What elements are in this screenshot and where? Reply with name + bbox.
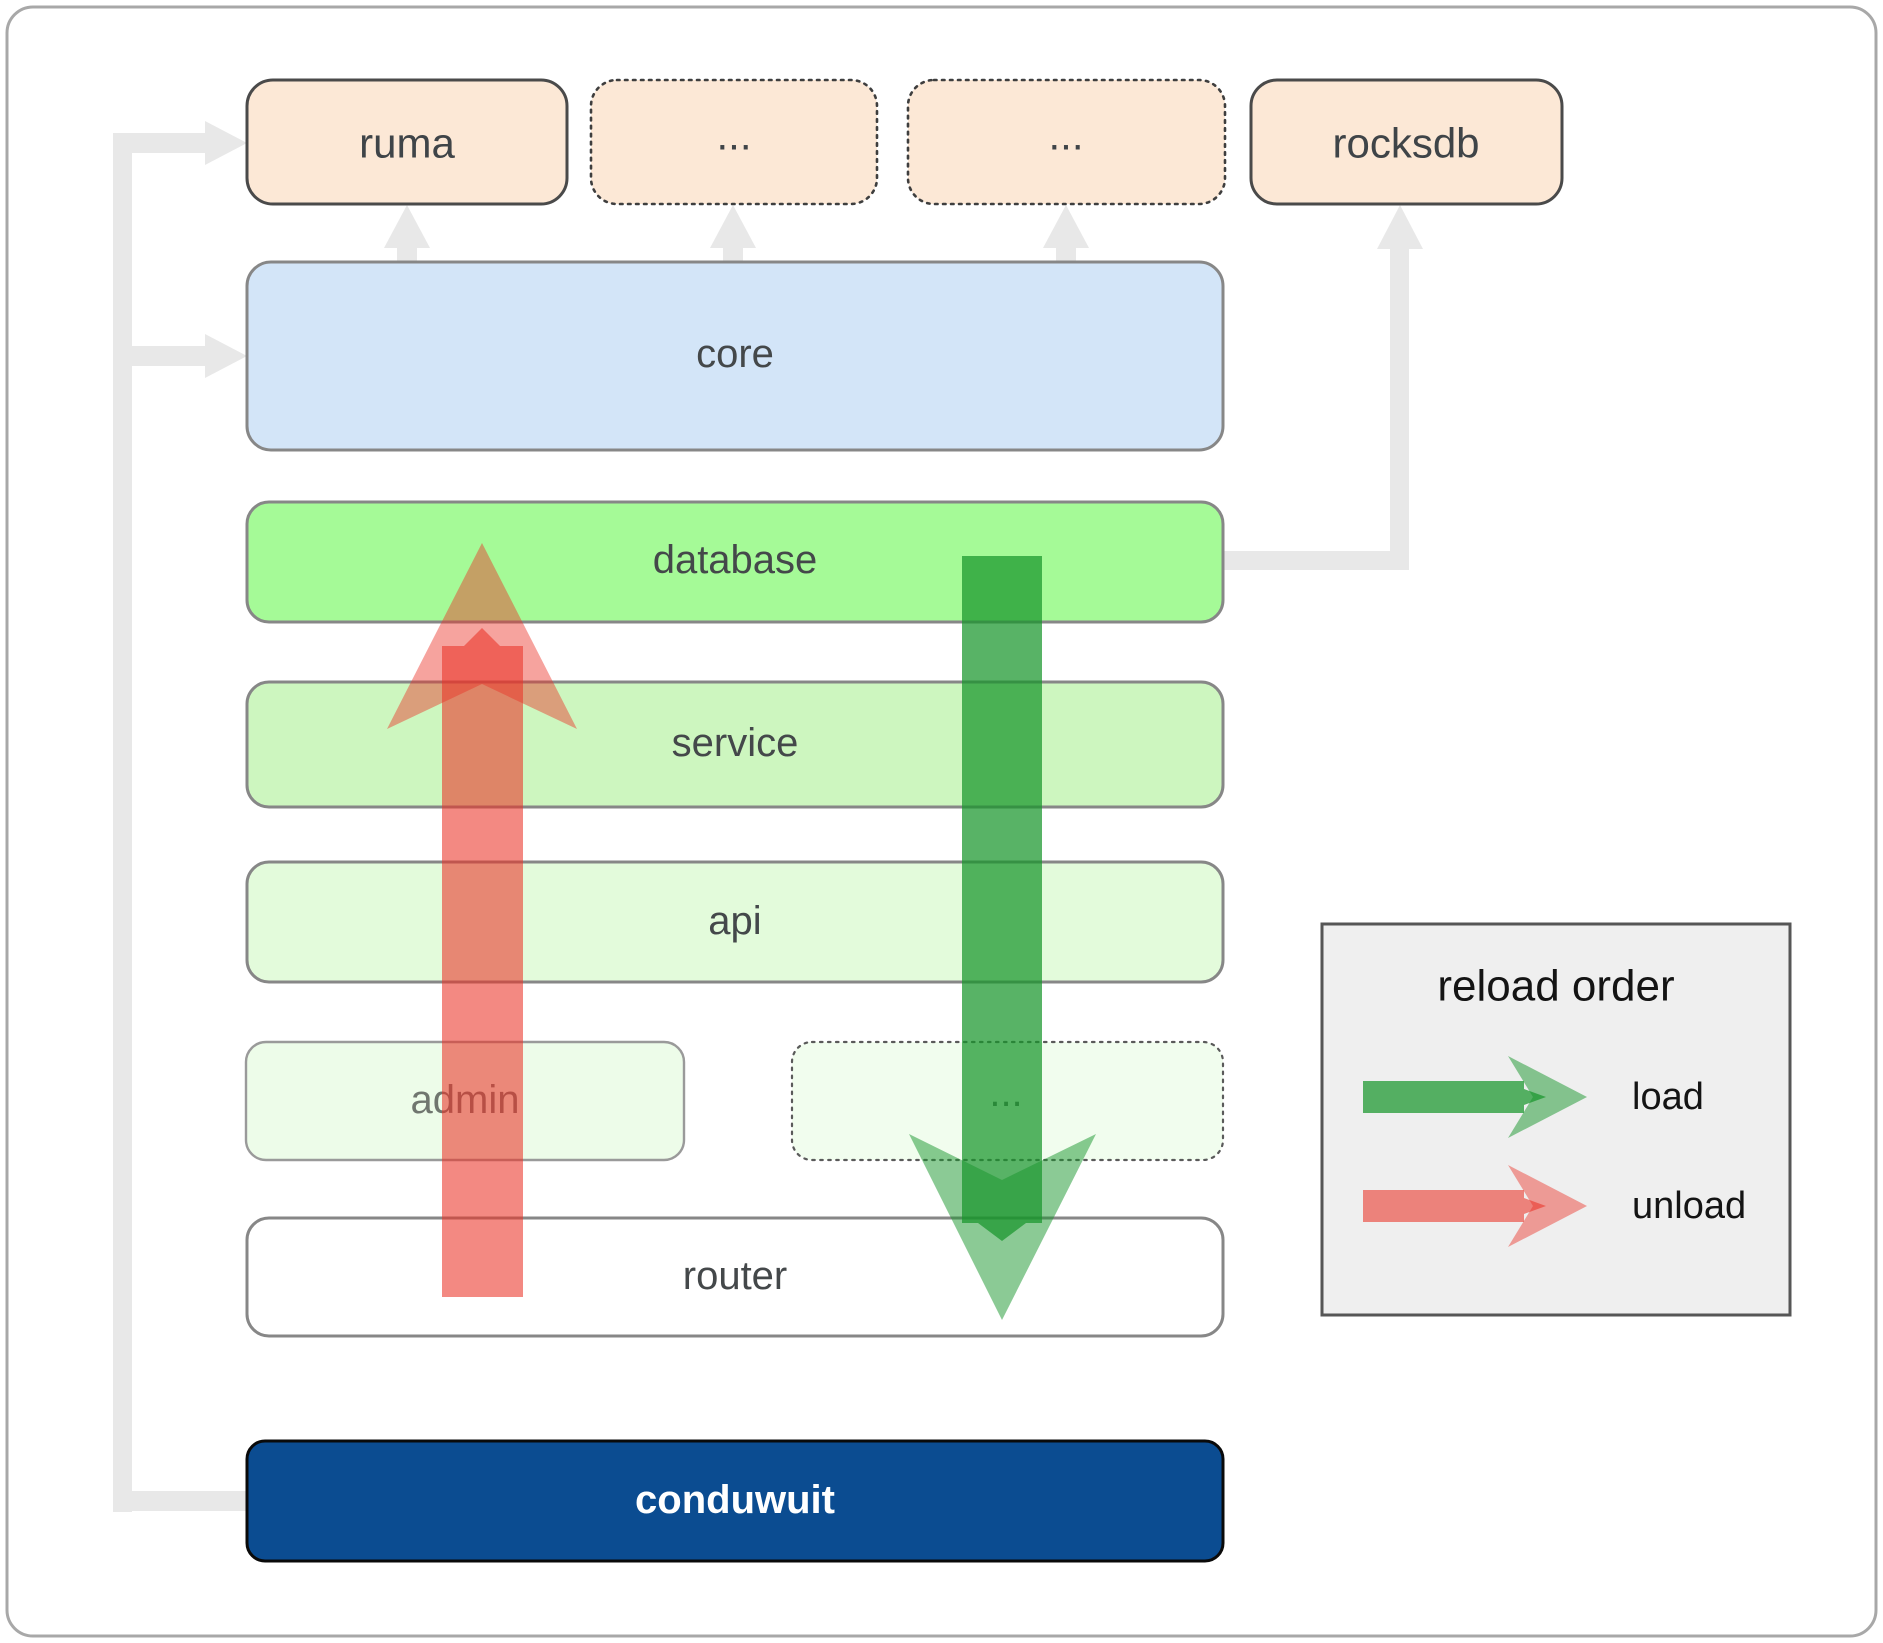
box-dots-1-label: ... — [716, 112, 751, 159]
arrowhead-into-ruma-icon — [205, 121, 247, 165]
legend-load-arrow-shaft — [1363, 1081, 1546, 1113]
connector-branch-core — [113, 346, 205, 366]
box-conduwuit — [245, 1439, 1225, 1563]
legend-unload-arrowhead-icon — [1508, 1165, 1587, 1247]
connector-layer — [113, 121, 1423, 1512]
box-conduwuit-label: conduwuit — [635, 1478, 835, 1522]
connector-core-ruma — [397, 246, 417, 264]
arrowhead-into-core-icon — [205, 334, 247, 378]
box-ruma-label: ruma — [359, 120, 455, 167]
diagram-frame — [5, 5, 1878, 1638]
connector-branch-ruma — [113, 133, 205, 153]
arrowhead-core-dots2-icon — [1043, 205, 1089, 248]
connector-left-trunk — [113, 133, 132, 1512]
box-ruma — [245, 78, 569, 206]
legend-box — [1320, 922, 1792, 1317]
arrowhead-core-ruma-icon — [384, 205, 430, 248]
legend-load-arrowhead-icon — [1508, 1056, 1587, 1138]
box-dots-2 — [906, 78, 1227, 206]
box-dots-1 — [589, 78, 879, 206]
box-router-label: router — [683, 1254, 788, 1298]
unload-arrow-shaft — [442, 628, 523, 1297]
legend-load-label: load — [1632, 1076, 1704, 1118]
arrowhead-into-rocksdb-icon — [1377, 205, 1423, 249]
connector-database-rocksdb-v — [1390, 247, 1409, 570]
box-service-label: service — [672, 721, 799, 765]
arrowhead-core-dots1-icon — [710, 205, 756, 248]
connector-core-dots2 — [1056, 246, 1076, 264]
connector-core-dots1 — [723, 246, 743, 264]
legend-unload-arrow-shaft — [1363, 1190, 1546, 1222]
arrow-unload — [387, 543, 577, 1297]
load-arrow-shaft — [962, 556, 1042, 1241]
box-core — [245, 260, 1225, 452]
box-core-label: core — [696, 332, 774, 376]
legend-title: reload order — [1437, 962, 1674, 1011]
box-rocksdb — [1249, 78, 1564, 206]
box-database-label: database — [653, 538, 818, 582]
load-arrowhead-icon — [909, 1134, 1096, 1320]
box-api-label: api — [708, 899, 761, 943]
box-rocksdb-label: rocksdb — [1332, 120, 1479, 167]
box-dots-2-label: ... — [1048, 112, 1083, 159]
legend: reload order load unload — [1320, 922, 1792, 1317]
connector-database-rocksdb-h — [1223, 551, 1409, 570]
arrow-load — [909, 556, 1096, 1320]
legend-unload-label: unload — [1632, 1185, 1746, 1227]
connector-branch-conduwuit — [113, 1491, 247, 1511]
